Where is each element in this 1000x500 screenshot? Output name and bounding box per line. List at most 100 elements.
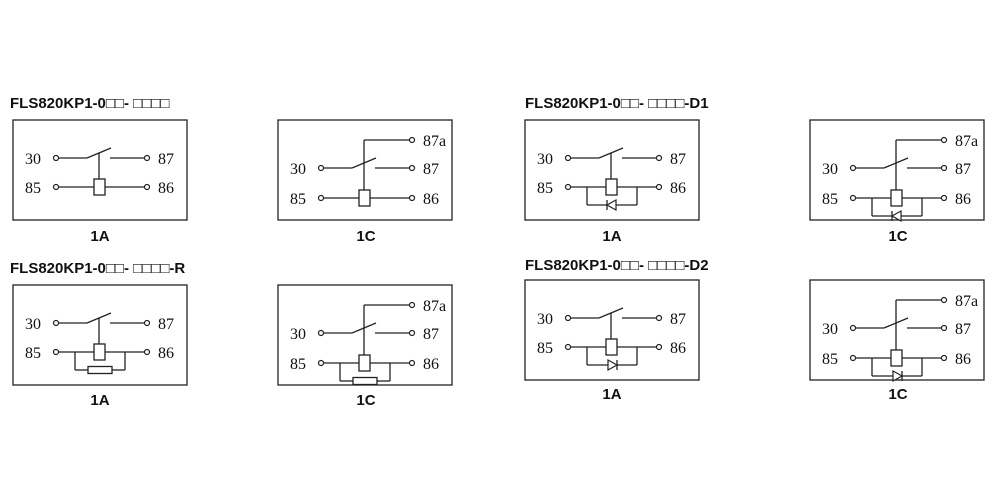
pin-label: 85 [537, 180, 553, 197]
diagram-frame [12, 284, 188, 386]
terminal-icon [52, 154, 60, 162]
diagram-frame [524, 119, 700, 221]
coil-icon [605, 178, 618, 196]
pin-label: 86 [423, 356, 439, 373]
pin-label: 87 [670, 151, 686, 168]
pin-label: 87 [955, 321, 971, 338]
group-title-d2: FLS820KP1-0□□- □□□□-D2 [525, 257, 709, 274]
group-title-d1: FLS820KP1-0□□- □□□□-D1 [525, 95, 709, 112]
terminal-icon [564, 314, 572, 322]
pin-label: 87 [955, 161, 971, 178]
pin-label: 30 [290, 161, 306, 178]
pin-label: 85 [822, 351, 838, 368]
pin-label: 30 [290, 326, 306, 343]
resistor-icon [352, 376, 378, 386]
pin-label: 87 [158, 316, 174, 333]
caption: 1A [602, 228, 622, 245]
pin-label: 30 [25, 316, 41, 333]
terminal-icon [408, 164, 416, 172]
caption: 1A [90, 228, 110, 245]
diode-icon [607, 358, 619, 372]
terminal-icon [317, 329, 325, 337]
terminal-icon [940, 354, 948, 362]
relay-diagram-1a: 30 87 85 86 [524, 119, 700, 221]
resistor-icon [87, 365, 113, 375]
terminal-icon [317, 359, 325, 367]
terminal-icon [655, 343, 663, 351]
pin-label: 86 [955, 351, 971, 368]
terminal-icon [940, 164, 948, 172]
caption: 1C [356, 392, 376, 409]
diagram-frame [809, 119, 985, 221]
coil-icon [93, 343, 106, 361]
terminal-icon [408, 359, 416, 367]
diagram-frame [524, 279, 700, 381]
caption: 1A [90, 392, 110, 409]
diagram-frame [277, 119, 453, 221]
caption: 1C [888, 228, 908, 245]
diode-icon [605, 198, 617, 212]
terminal-icon [940, 296, 948, 304]
terminal-icon [564, 343, 572, 351]
pin-label: 85 [290, 191, 306, 208]
caption: 1C [356, 228, 376, 245]
terminal-icon [408, 194, 416, 202]
diagram-frame [12, 119, 188, 221]
terminal-icon [408, 301, 416, 309]
relay-diagram-1c: 30 87 87a 85 86 [809, 279, 985, 383]
coil-icon [358, 189, 371, 207]
pin-label: 30 [822, 321, 838, 338]
pin-label: 87 [423, 161, 439, 178]
pin-label: 87 [423, 326, 439, 343]
diagram-frame [809, 279, 985, 381]
pin-label: 85 [537, 340, 553, 357]
terminal-icon [52, 319, 60, 327]
terminal-icon [564, 154, 572, 162]
terminal-icon [52, 348, 60, 356]
terminal-icon [143, 348, 151, 356]
terminal-icon [849, 164, 857, 172]
pin-label: 86 [670, 180, 686, 197]
pin-label: 86 [158, 180, 174, 197]
group-title-r: FLS820KP1-0□□- □□□□-R [10, 260, 186, 277]
terminal-icon [940, 136, 948, 144]
terminal-icon [408, 136, 416, 144]
pin-label: 87a [423, 133, 446, 150]
group-title-standard: FLS820KP1-0□□- □□□□ [10, 95, 170, 112]
terminal-icon [143, 154, 151, 162]
terminal-icon [52, 183, 60, 191]
pin-label: 87a [955, 133, 978, 150]
pin-label: 87 [670, 311, 686, 328]
terminal-icon [940, 194, 948, 202]
coil-icon [605, 338, 618, 356]
pin-label: 86 [158, 345, 174, 362]
diode-icon [892, 369, 904, 383]
pin-label: 30 [25, 151, 41, 168]
pin-label: 30 [537, 151, 553, 168]
terminal-icon [655, 314, 663, 322]
pin-label: 87a [955, 293, 978, 310]
terminal-icon [655, 154, 663, 162]
terminal-icon [849, 194, 857, 202]
caption: 1C [888, 386, 908, 403]
pin-label: 85 [822, 191, 838, 208]
pin-label: 30 [822, 161, 838, 178]
terminal-icon [408, 329, 416, 337]
caption: 1A [602, 386, 622, 403]
terminal-icon [655, 183, 663, 191]
diode-icon [890, 209, 902, 223]
terminal-icon [849, 324, 857, 332]
pin-label: 85 [25, 180, 41, 197]
terminal-icon [849, 354, 857, 362]
coil-icon [890, 189, 903, 207]
terminal-icon [317, 164, 325, 172]
coil-icon [93, 178, 106, 196]
pin-label: 87a [423, 298, 446, 315]
